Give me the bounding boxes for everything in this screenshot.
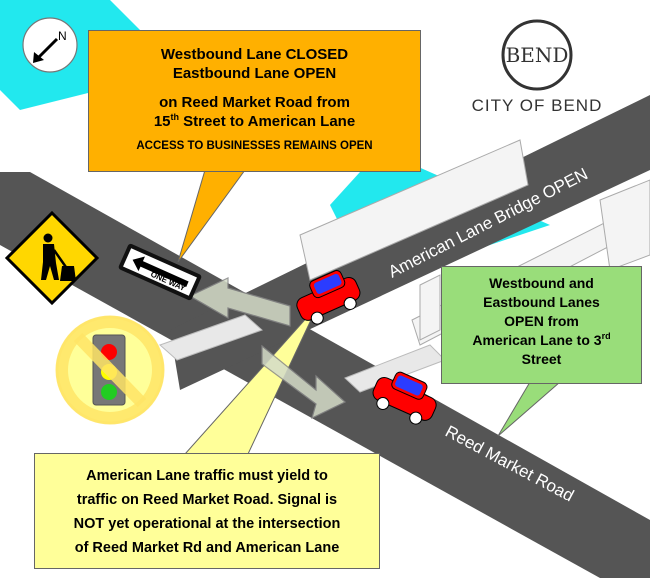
one-way-arrow-icon: [132, 256, 189, 287]
closure-line-2: Eastbound Lane OPEN: [172, 65, 337, 82]
bridge-wall-4: [419, 274, 441, 341]
open-line-5: Street: [521, 351, 562, 367]
car-icon: [296, 270, 361, 325]
open-line-3: OPEN from: [504, 313, 579, 329]
bridge-wall-1: [299, 139, 529, 281]
crosswalk-west: [159, 314, 263, 361]
open-line-4: American Lane to 3rd: [442, 331, 641, 350]
yield-line-4: of Reed Market Rd and American Lane: [74, 540, 340, 556]
compass-north-label: N: [58, 29, 67, 43]
open-line-4-suffix: rd: [601, 331, 611, 341]
closure-line-4-number: 15: [153, 113, 171, 130]
closure-line-5: ACCESS TO BUSINESSES REMAINS OPEN: [136, 140, 373, 152]
closure-line-1: Westbound Lane CLOSED: [160, 46, 349, 63]
city-logo: BEND CITY OF BEND: [452, 10, 622, 125]
road-work-sign-icon: [4, 210, 100, 306]
open-line-2: Eastbound Lanes: [483, 294, 600, 310]
city-seal-icon: BEND: [501, 19, 573, 91]
seal-text: BEND: [506, 43, 569, 67]
bridge-wall-3: [599, 179, 650, 271]
lanes-open-callout: Westbound and Eastbound Lanes OPEN from …: [441, 266, 642, 384]
lane-closure-callout: Westbound Lane CLOSED Eastbound Lane OPE…: [88, 30, 421, 172]
one-way-sign: [118, 243, 202, 301]
traffic-direction-arrows-icon: [188, 277, 347, 420]
yield-notice-callout: American Lane traffic must yield to traf…: [34, 453, 380, 569]
closure-line-4-suffix: th: [170, 112, 180, 122]
city-name: CITY OF BEND: [471, 96, 603, 115]
open-line-1: Westbound and: [489, 275, 594, 291]
closure-callout-tail: [177, 169, 246, 263]
closure-line-4: 15th Street to American Lane: [89, 112, 420, 131]
closure-line-3: on Reed Market Road from: [159, 94, 350, 111]
no-traffic-signal-icon: [55, 315, 165, 425]
north-arrow-icon: [22, 17, 78, 73]
yield-line-1: American Lane traffic must yield to: [86, 468, 328, 484]
car-icon: [372, 371, 437, 425]
yield-line-3: NOT yet operational at the intersection: [73, 516, 341, 532]
closure-line-4-text: Street to American Lane: [179, 113, 356, 130]
open-line-4-text: American Lane to 3: [472, 332, 602, 348]
open-callout-tail: [497, 381, 562, 437]
yield-line-2: traffic on Reed Market Road. Signal is: [76, 492, 338, 508]
